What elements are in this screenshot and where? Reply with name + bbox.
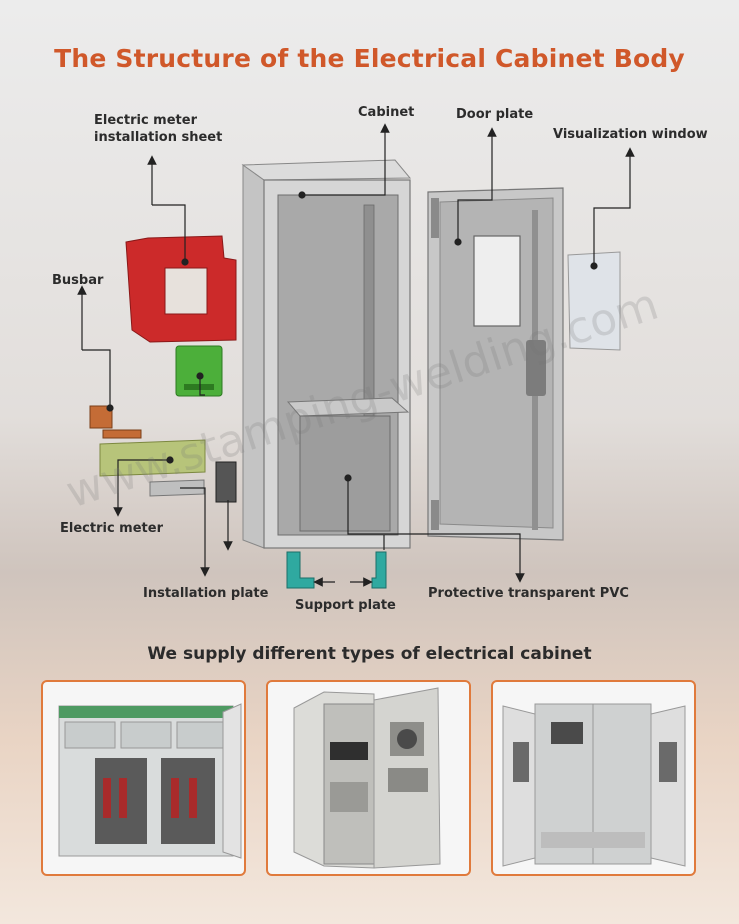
product-photo-outdoor-cabinet: [266, 680, 471, 876]
mounting-plate: [99, 439, 206, 477]
label-support-plate: Support plate: [295, 598, 396, 613]
support-plate-right: [371, 551, 387, 589]
label-electric-meter: Electric meter: [60, 521, 163, 536]
visualization-window-panel: [567, 251, 621, 351]
page-title: The Structure of the Electrical Cabinet …: [54, 44, 685, 73]
section-subtitle: We supply different types of electrical …: [147, 644, 592, 664]
busbar-strip: [102, 429, 142, 439]
busbar-block: [89, 405, 113, 429]
label-busbar: Busbar: [52, 273, 104, 288]
din-rail: [149, 479, 205, 497]
label-door-plate: Door plate: [456, 107, 534, 122]
label-meter-sheet: Electric meter installation sheet: [94, 112, 222, 146]
cabinet-body: [241, 159, 412, 549]
label-protective-pvc: Protective transparent PVC: [428, 586, 629, 601]
breaker: [215, 461, 237, 503]
label-visualization-window: Visualization window: [553, 127, 708, 142]
product-photo-double-cabinet: [491, 680, 696, 876]
meter-installation-sheet: [125, 235, 237, 343]
label-installation-plate: Installation plate: [143, 586, 269, 601]
label-meter-sheet-line2: installation sheet: [94, 130, 223, 145]
label-meter-sheet-line1: Electric meter: [94, 113, 197, 128]
leader-lines: [77, 123, 635, 587]
meter-box: [175, 345, 223, 397]
support-plate-left: [286, 551, 315, 589]
cabinet-door: [427, 187, 564, 541]
label-cabinet: Cabinet: [358, 105, 415, 120]
cabinet-exploded-diagram: [77, 123, 635, 589]
product-photo-switchgear: [41, 680, 246, 876]
